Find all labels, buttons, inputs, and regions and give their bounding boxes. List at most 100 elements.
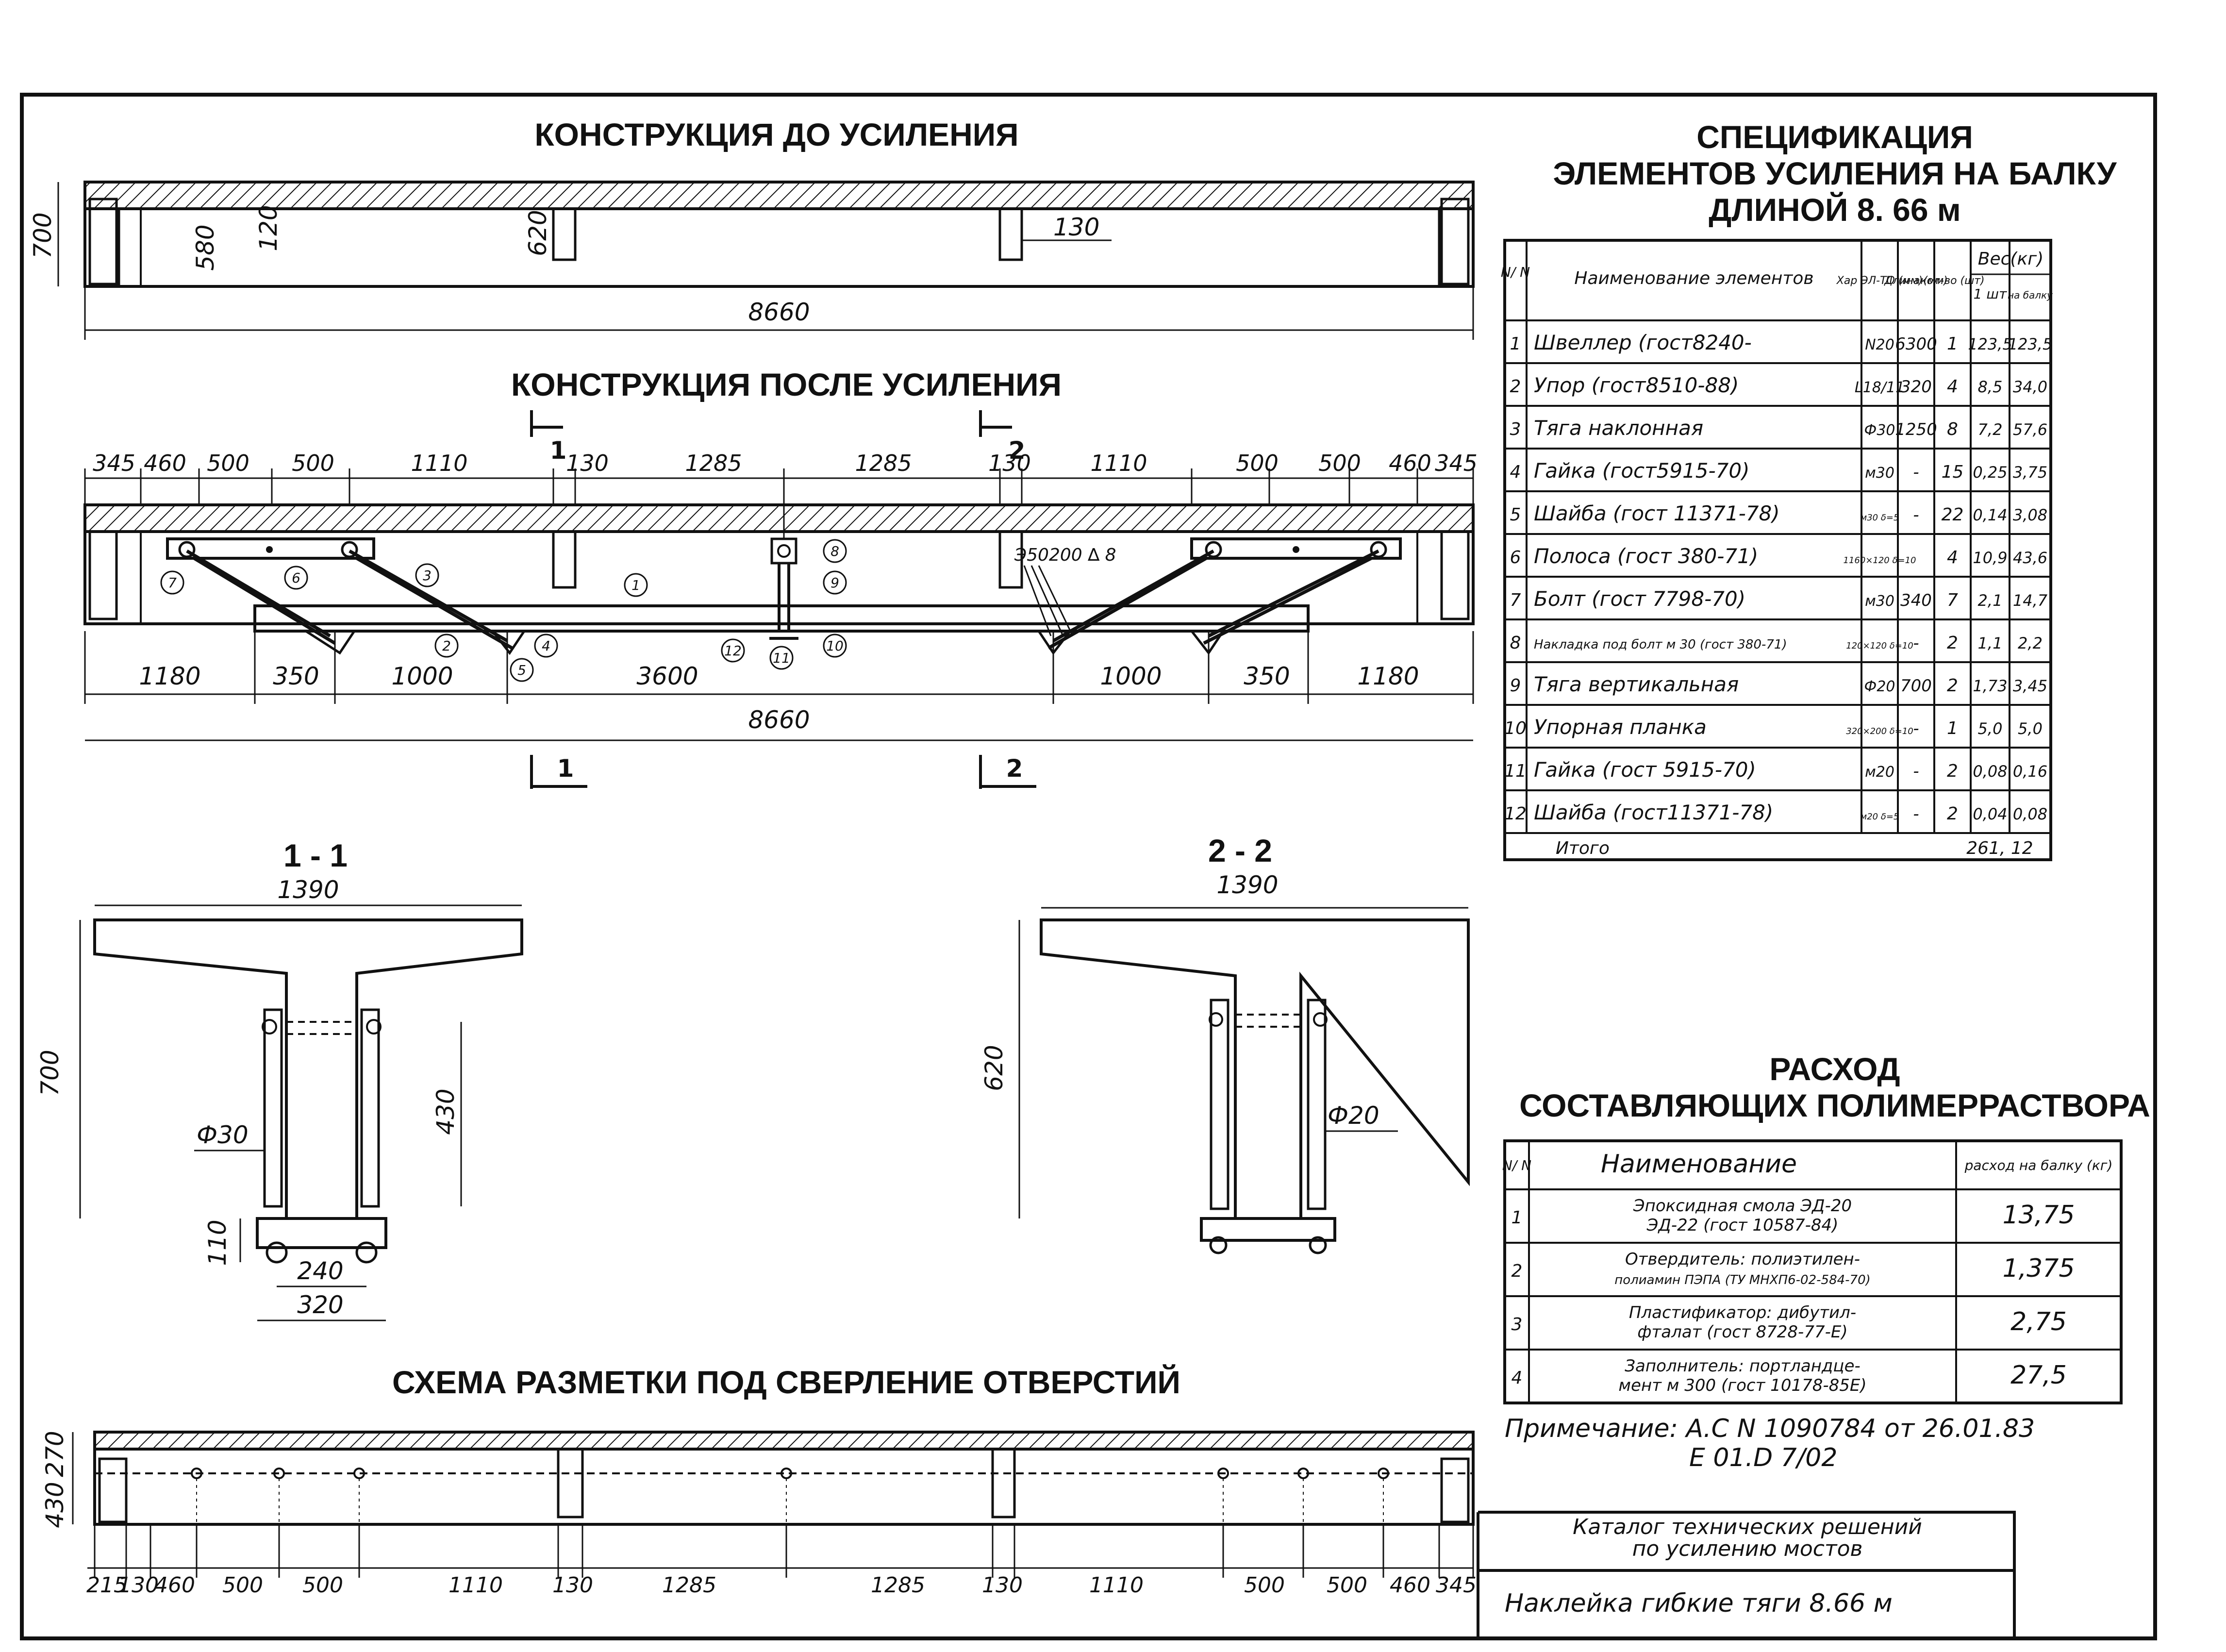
spec-header-weight: Вес(кг) <box>1978 249 2043 269</box>
section1-h430: 430 <box>432 1088 460 1135</box>
position-marker-label: 4 <box>542 638 550 654</box>
spec-row-length: 340 <box>1900 591 1932 610</box>
spec-row-length: 6300 <box>1895 334 1937 354</box>
cons-row-no: 3 <box>1512 1315 1523 1335</box>
spec-row-name: Накладка под болт м 30 (гост 380-71) <box>1534 637 1787 652</box>
after-top-dim: 130 <box>988 450 1031 476</box>
section1-title: 1 - 1 <box>283 837 348 873</box>
marking-bottom-dim: 1110 <box>449 1573 503 1598</box>
spec-row-qty: 4 <box>1947 548 1958 567</box>
spec-row-no: 12 <box>1504 804 1527 824</box>
section1-w240: 240 <box>297 1257 343 1285</box>
section-2-2: 2 - 2 1390 620 Ф20 <box>980 833 1470 1254</box>
after-top-dim: 500 <box>292 450 334 476</box>
position-marker <box>823 570 847 595</box>
cons-row-value: 13,75 <box>2003 1201 2075 1230</box>
spec-row-qty: 1 <box>1947 718 1958 738</box>
spec-row-wall: 43,6 <box>2013 549 2047 567</box>
after-top-dim: 500 <box>1318 450 1361 476</box>
after-top-dim: 1285 <box>685 450 742 476</box>
spec-row-char: м30 <box>1865 465 1894 482</box>
spec-row-no: 8 <box>1510 633 1521 653</box>
cons-title-2: СОСТАВЛЯЮЩИХ ПОЛИМЕРРАСТВОРА <box>1519 1087 2150 1123</box>
spec-header-name: Наименование элементов <box>1574 268 1813 288</box>
spec-row-w1: 1,1 <box>1978 634 2003 652</box>
after-bottom-dim: 1000 <box>1100 662 1162 690</box>
spec-row-length: - <box>1913 719 1919 738</box>
spec-row-name: Болт (гост 7798-70) <box>1534 587 1745 611</box>
marking-bottom-dim: 1285 <box>871 1573 925 1598</box>
spec-row-w1: 2,1 <box>1978 591 2003 610</box>
spec-row-char: м30 δ=5 <box>1861 513 1899 523</box>
spec-row-wall: 5,0 <box>2018 719 2043 738</box>
after-bottom-dim: 350 <box>273 662 319 690</box>
spec-row-no: 3 <box>1510 419 1521 439</box>
spec-row-wall: 3,75 <box>2013 463 2047 482</box>
marking-bottom-dim: 460 <box>1390 1573 1430 1598</box>
cons-row-line2: ЭД-22 (гост 10587-84) <box>1646 1216 1839 1235</box>
section2-height: 620 <box>980 1045 1008 1091</box>
spec-row-char: 1160×120 δ=10 <box>1844 555 1916 566</box>
marking-bottom-dim: 500 <box>1327 1573 1367 1598</box>
section1-w320: 320 <box>297 1291 343 1319</box>
marking-left-430: 430 <box>41 1482 69 1528</box>
stamp-line-2: по усилению мостов <box>1632 1536 1863 1561</box>
position-marker <box>823 634 847 658</box>
spec-row-no: 4 <box>1510 462 1521 482</box>
marking-bottom-dim: 500 <box>222 1573 263 1598</box>
sheet-frame <box>20 93 2157 1640</box>
cut1-top: 1 <box>550 436 567 465</box>
spec-row-w1: 7,2 <box>1978 420 2003 439</box>
cut1-bottom: 1 <box>557 754 574 783</box>
spec-row-name: Упорная планка <box>1534 715 1707 739</box>
cut2-top: 2 <box>1009 436 1026 465</box>
spec-row-qty: 4 <box>1947 377 1958 397</box>
marking-bottom-dim: 130 <box>982 1573 1023 1598</box>
specification: СПЕЦИФИКАЦИЯ ЭЛЕМЕНТОВ УСИЛЕНИЯ НА БАЛКУ… <box>1501 119 2117 861</box>
position-marker-label: 1 <box>631 577 640 593</box>
cons-row-value: 1,375 <box>2003 1254 2075 1283</box>
spec-row-wall: 3,08 <box>2013 506 2047 524</box>
position-marker-label: 9 <box>831 575 839 591</box>
cons-row-value: 27,5 <box>2010 1361 2067 1390</box>
spec-row-qty: 2 <box>1947 761 1958 781</box>
spec-row-no: 7 <box>1510 590 1521 610</box>
before-rib: 620 <box>524 210 552 256</box>
section2-width: 1390 <box>1216 871 1278 899</box>
stamp-line-1: Каталог технических решений <box>1573 1515 1922 1539</box>
spec-table: N/ N Наименование элементов Хар ЭЛ-ТО (мм)… <box>1501 239 2053 861</box>
spec-row-name: Тяга вертикальная <box>1534 672 1739 696</box>
position-marker <box>160 570 184 595</box>
section1-width: 1390 <box>277 876 339 904</box>
section-1-1: 1 - 1 1390 700 430 Ф30 110 240 320 <box>36 837 523 1321</box>
spec-title-1: СПЕЦИФИКАЦИЯ <box>1696 119 1973 155</box>
spec-header-qty: кол-во (шт) <box>1920 275 1984 287</box>
spec-row-name: Швеллер (гост8240- <box>1534 331 1752 354</box>
after-top-dim: 130 <box>566 450 609 476</box>
title-before: КОНСТРУКЦИЯ ДО УСИЛЕНИЯ <box>534 117 1018 152</box>
after-bottom-dim: 1000 <box>391 662 453 690</box>
after-top-dim: 345 <box>1435 450 1478 476</box>
spec-row-name: Гайка (гост 5915-70) <box>1534 758 1756 782</box>
after-top-dim: 345 <box>93 450 135 476</box>
spec-row-length: - <box>1913 762 1919 781</box>
spec-row-w1: 5,0 <box>1978 719 2003 738</box>
spec-header-char: Хар ЭЛ-ТО (мм) <box>1836 275 1923 287</box>
spec-row-char: м30 <box>1865 593 1894 610</box>
spec-row-length: 700 <box>1900 676 1932 696</box>
after-top-dim: 1110 <box>1090 450 1147 476</box>
marking-left-270: 270 <box>41 1431 69 1477</box>
spec-total-label: Итого <box>1556 838 1610 858</box>
spec-row-char: L18/11 <box>1855 379 1905 396</box>
after-top-dim: 1110 <box>411 450 467 476</box>
spec-row-wall: 57,6 <box>2013 420 2047 439</box>
marking-bottom-dim: 500 <box>1244 1573 1285 1598</box>
marking-bottom-dim: 500 <box>302 1573 343 1598</box>
beam-before: КОНСТРУКЦИЯ ДО УСИЛЕНИЯ 8660 700 580 120… <box>29 117 1475 340</box>
spec-row-char: Ф30 <box>1864 422 1895 439</box>
spec-row-length: - <box>1913 634 1919 653</box>
spec-header-no: N/ N <box>1501 264 1530 280</box>
marking-bottom-dim: 1110 <box>1089 1573 1144 1598</box>
